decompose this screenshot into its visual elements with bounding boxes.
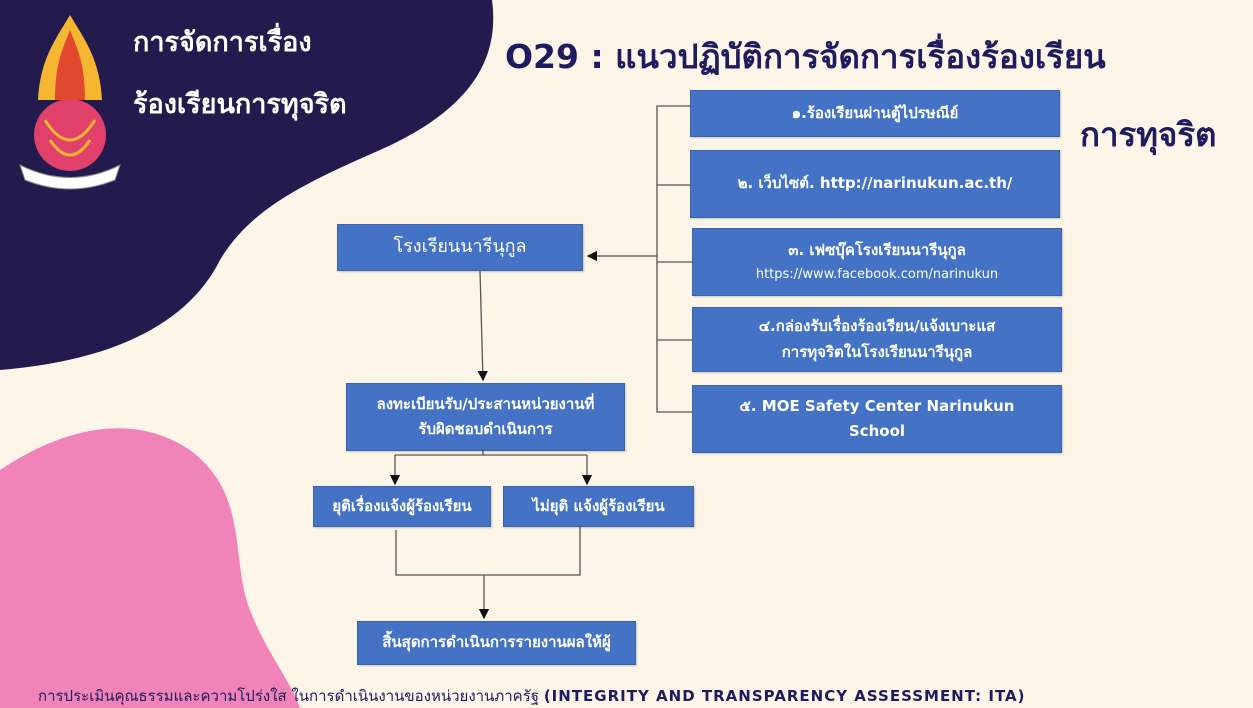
channel-box-3: ๓. เฟซบุ๊คโรงเรียนนารีนุกูล https://www.f…: [692, 228, 1062, 296]
flow-not-stop-box: ไม่ยุติ แจ้งผู้ร้องเรียน: [503, 486, 694, 527]
footer-english: (INTEGRITY AND TRANSPARENCY ASSESSMENT: …: [543, 687, 1026, 705]
header-line-2: ร้องเรียนการทุจริต: [133, 89, 347, 120]
pink-blob: [0, 428, 300, 708]
header-line-1: การจัดการเรื่อง: [133, 27, 312, 58]
channel-4-line-1: ๔.กล่องรับเรื่องร้องเรียน/แจ้งเบาะแส: [758, 317, 996, 335]
flow-school-box: โรงเรียนนารีนุกูล: [337, 224, 583, 271]
channel-3-label: ๓. เฟซบุ๊คโรงเรียนนารีนุกูล: [788, 241, 966, 260]
register-line-2: รับผิดชอบดำเนินการ: [418, 420, 553, 438]
channel-5-line-1: ๕. MOE Safety Center Narinukun: [739, 396, 1015, 415]
footer-thai: การประเมินคุณธรรมและความโปร่งใส ในการดำเ…: [38, 687, 540, 705]
end-label: สิ้นสุดการดำเนินการรายงานผลให้ผู้: [382, 633, 611, 652]
flow-end-box: สิ้นสุดการดำเนินการรายงานผลให้ผู้: [357, 621, 636, 665]
flow-register-box: ลงทะเบียนรับ/ประสานหน่วยงานที่รับผิดชอบด…: [346, 383, 625, 451]
footer: การประเมินคุณธรรมและความโปร่งใส ในการดำเ…: [38, 684, 1026, 708]
channel-box-1: ๑.ร้องเรียนผ่านตู้ไปรษณีย์: [690, 90, 1060, 137]
school-label: โรงเรียนนารีนุกูล: [393, 236, 527, 258]
channel-1-label: ๑.ร้องเรียนผ่านตู้ไปรษณีย์: [791, 103, 959, 122]
navy-blob: [0, 0, 494, 370]
page-title-line-2: การทุจริต: [1080, 115, 1217, 154]
channel-3-url: https://www.facebook.com/narinukun: [755, 266, 999, 282]
channel-2-label: ๒. เว็บไซต์. http://narinukun.ac.th/: [737, 174, 1013, 193]
page-title: O29 : แนวปฏิบัติการจัดการเรื่องร้องเรียน: [505, 37, 1106, 76]
school-logo-icon: [19, 15, 121, 190]
channel-5-line-2: School: [848, 422, 906, 440]
not-stop-label: ไม่ยุติ แจ้งผู้ร้องเรียน: [532, 496, 665, 515]
register-line-1: ลงทะเบียนรับ/ประสานหน่วยงานที่: [376, 394, 595, 413]
channel-box-2: ๒. เว็บไซต์. http://narinukun.ac.th/: [690, 150, 1060, 218]
channel-4-line-2: การทุจริตในโรงเรียนนารีนุกูล: [781, 342, 973, 361]
channel-box-4: ๔.กล่องรับเรื่องร้องเรียน/แจ้งเบาะแสการท…: [692, 307, 1062, 372]
flow-stop-box: ยุติเรื่องแจ้งผู้ร้องเรียน: [313, 486, 491, 527]
stop-label: ยุติเรื่องแจ้งผู้ร้องเรียน: [332, 496, 472, 515]
